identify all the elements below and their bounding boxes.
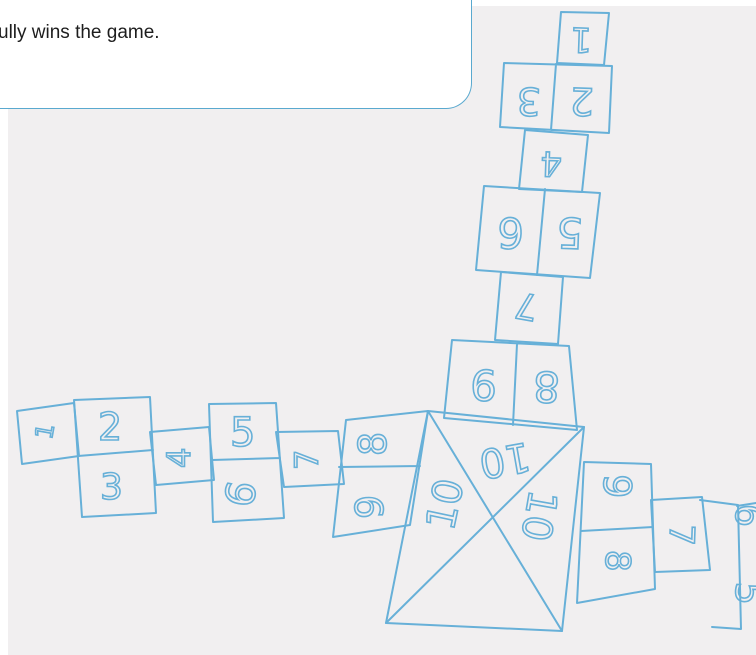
top-number: 3 bbox=[516, 79, 542, 124]
top-number: 5 bbox=[555, 208, 583, 258]
left-number: 8 bbox=[351, 432, 395, 456]
center-number: 10 bbox=[418, 475, 474, 534]
left-number: 9 bbox=[348, 495, 392, 519]
top-number: 2 bbox=[569, 79, 595, 124]
center-number: 10 bbox=[476, 433, 534, 487]
right-number: 5 bbox=[727, 581, 756, 605]
left-number: 7 bbox=[288, 450, 326, 470]
top-number: 1 bbox=[570, 19, 593, 60]
center-number: 10 bbox=[511, 487, 565, 545]
top-number: 4 bbox=[540, 143, 563, 184]
top-number: 7 bbox=[512, 283, 542, 327]
top-arm bbox=[444, 12, 612, 430]
top-number: 8 bbox=[532, 362, 560, 412]
left-number: 2 bbox=[98, 405, 122, 449]
left-number: 3 bbox=[100, 467, 123, 508]
left-number: 1 bbox=[30, 421, 60, 441]
left-number: 4 bbox=[160, 448, 198, 468]
top-number: 6 bbox=[496, 208, 524, 258]
right-number: 9 bbox=[595, 473, 640, 499]
left-number: 5 bbox=[230, 410, 255, 456]
right-number: 8 bbox=[597, 549, 638, 572]
right-number: 7 bbox=[661, 523, 702, 546]
top-number: 9 bbox=[469, 360, 497, 410]
right-number: 6 bbox=[727, 503, 756, 527]
hopscotch-numbers: 1 2 3 4 5 6 7 8 9 1 2 3 4 5 6 7 8 9 10 1… bbox=[30, 19, 756, 606]
left-number: 6 bbox=[217, 478, 267, 511]
